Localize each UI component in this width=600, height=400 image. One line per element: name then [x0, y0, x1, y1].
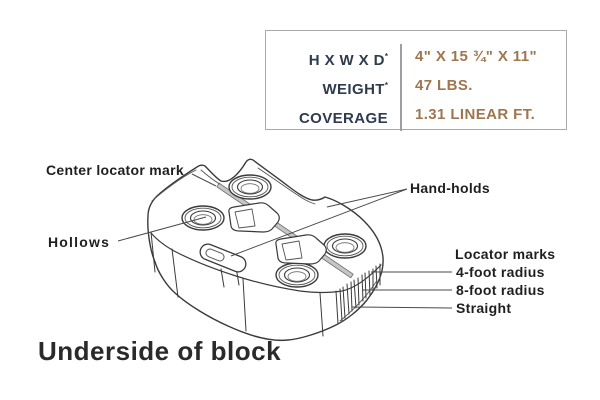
- wall-contour-lines: [150, 231, 324, 337]
- spec-row-weight: WEIGHT* 47 LBS.: [266, 73, 566, 102]
- leader-straight: [351, 306, 453, 309]
- label-straight: Straight: [456, 300, 512, 316]
- leader-hollows: [117, 216, 207, 242]
- spec-label-dimensions: H X W X D*: [308, 52, 388, 69]
- spec-label-coverage: COVERAGE: [298, 110, 388, 127]
- leader-center-locator: [191, 173, 217, 187]
- top-recesses: [228, 202, 327, 265]
- hollow-holes: [181, 174, 367, 288]
- recess-1-inner: [234, 208, 256, 229]
- top-face-front-edge: [150, 232, 382, 294]
- radius-groove-lines: [335, 263, 381, 325]
- hollow-hole: [275, 262, 319, 288]
- label-eight-foot-radius: 8-foot radius: [456, 282, 545, 298]
- label-locator-marks: Locator marks: [455, 246, 556, 262]
- footnote-asterisk: *: [384, 81, 388, 90]
- label-center-locator-mark: Center locator mark: [46, 162, 184, 178]
- spec-value-weight: 47 LBS.: [400, 73, 473, 102]
- spec-row-coverage: COVERAGE 1.31 LINEAR FT.: [266, 102, 566, 131]
- spec-label-weight: WEIGHT*: [322, 81, 388, 98]
- footnote-asterisk: *: [384, 52, 388, 61]
- label-hollows: Hollows: [48, 234, 111, 250]
- spec-value-coverage: 1.31 LINEAR FT.: [400, 102, 535, 131]
- label-hand-holds: Hand-holds: [410, 180, 490, 196]
- spec-value-dimensions: 4" X 15 ¾" X 11": [400, 44, 537, 73]
- edge-thickness-lines: [151, 167, 377, 322]
- caption-underside-of-block: Underside of block: [38, 336, 282, 366]
- hollow-hole: [228, 174, 272, 200]
- block-silhouette: [147, 158, 384, 342]
- hollow-hole: [323, 233, 367, 259]
- recess-2-inner: [281, 240, 303, 261]
- label-four-foot-radius: 4-foot radius: [456, 264, 545, 280]
- spec-table: H X W X D* 4" X 15 ¾" X 11" WEIGHT* 47 L…: [265, 30, 567, 131]
- leader-hand-holds-2: [230, 188, 408, 257]
- leader-hand-holds-1: [326, 188, 408, 208]
- leader-lines: [117, 173, 453, 309]
- spec-row-dimensions: H X W X D* 4" X 15 ¾" X 11": [266, 44, 566, 73]
- front-hand-hold-recess: [199, 243, 247, 273]
